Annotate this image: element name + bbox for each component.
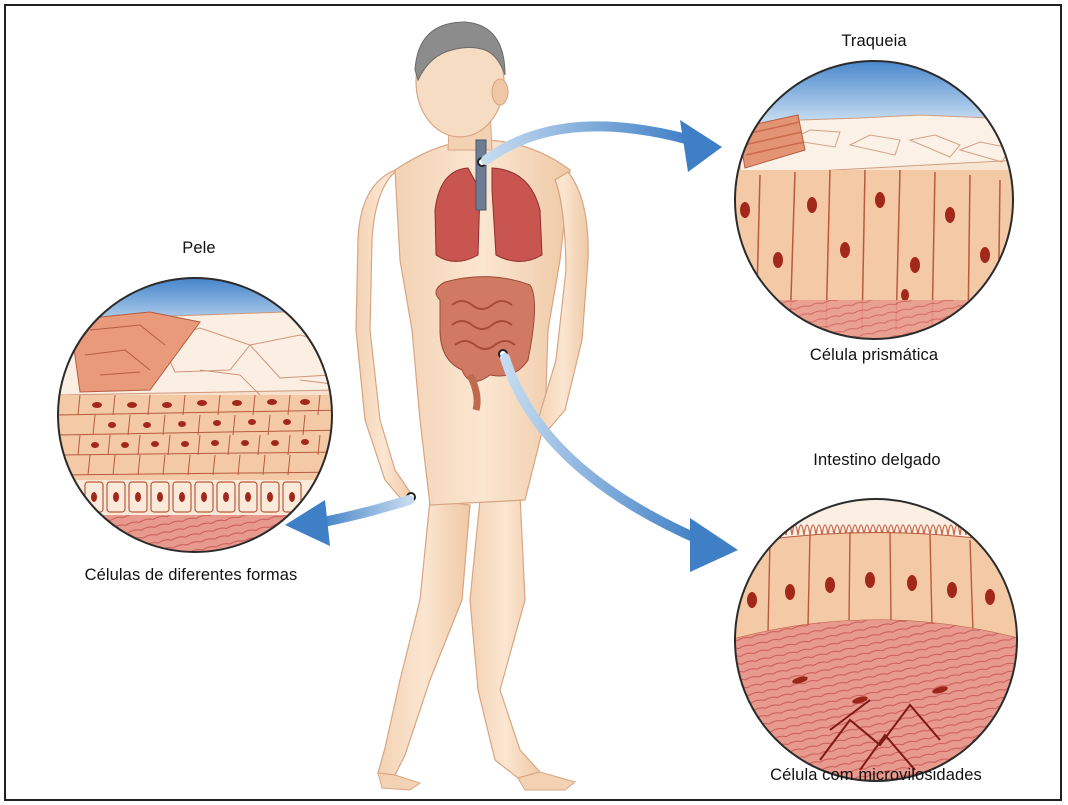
- label-traqueia: Traqueia: [841, 32, 906, 51]
- arrow-pele: [318, 500, 409, 523]
- circle-intestino: [730, 495, 1030, 795]
- label-pele: Pele: [182, 239, 215, 258]
- human-figure: [356, 22, 588, 790]
- circle-traqueia: [730, 55, 1020, 360]
- arrow-intestino-head: [690, 518, 738, 572]
- label-celula-microvilosidades: Célula com microvilosidades: [770, 766, 982, 785]
- label-celula-prismatica: Célula prismática: [810, 346, 938, 365]
- label-celulas-diferentes-formas: Células de diferentes formas: [85, 566, 298, 585]
- arrow-traqueia-head: [680, 120, 722, 172]
- label-intestino-delgado: Intestino delgado: [813, 451, 940, 470]
